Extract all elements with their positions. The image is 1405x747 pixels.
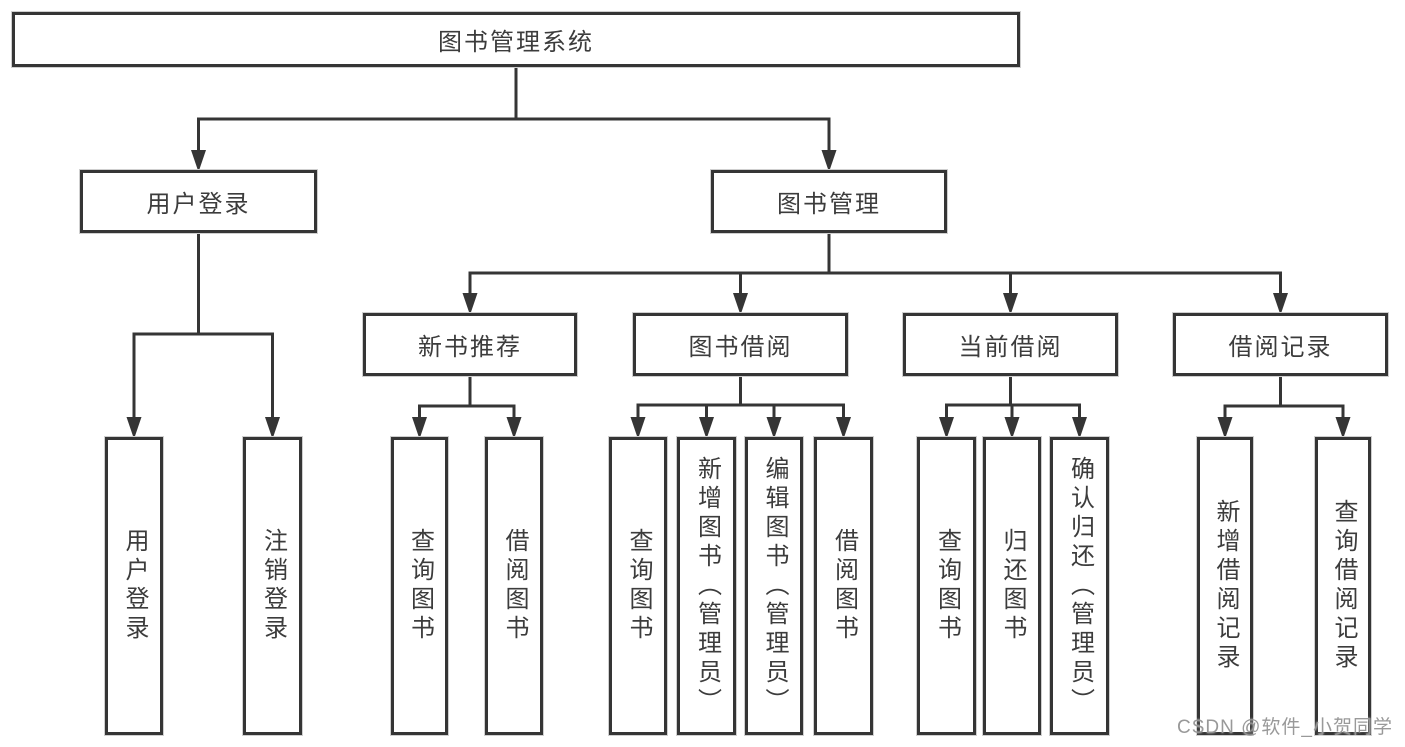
node-book-borrow: 图书借阅 xyxy=(633,313,848,376)
arrowhead-icon xyxy=(1003,293,1018,315)
node-current-borrow: 当前借阅 xyxy=(903,313,1118,376)
arrowhead-icon xyxy=(1335,417,1351,439)
node-query-books: 查询图书 xyxy=(391,437,448,735)
node-borrow-records: 借阅记录 xyxy=(1173,313,1388,376)
arrowhead-icon xyxy=(126,417,142,439)
watermark-text: CSDN @软件_小贺同学 xyxy=(1177,717,1393,738)
arrowhead-icon xyxy=(1273,293,1288,315)
arrowhead-icon xyxy=(821,150,837,172)
node-return-books: 归还图书 xyxy=(983,437,1041,735)
node-new-book-recommend: 新书推荐 xyxy=(363,313,577,376)
arrowhead-icon xyxy=(939,417,954,439)
node-confirm-return-admin: 确认归还（管理员） xyxy=(1050,437,1109,735)
node-logout: 注销登录 xyxy=(243,437,302,735)
node-user-login-leaf: 用户登录 xyxy=(105,437,163,735)
node-query-books: 查询图书 xyxy=(917,437,976,735)
arrowhead-icon xyxy=(836,417,851,439)
arrowhead-icon xyxy=(1072,417,1087,439)
arrowhead-icon xyxy=(506,417,522,439)
arrowhead-icon xyxy=(699,417,714,439)
arrowhead-icon xyxy=(733,293,748,315)
arrowhead-icon xyxy=(1217,417,1233,439)
node-query-books: 查询图书 xyxy=(609,437,667,735)
node-edit-books-admin: 编辑图书（管理员） xyxy=(745,437,803,735)
node-library-system: 图书管理系统 xyxy=(12,12,1020,67)
arrowhead-icon xyxy=(462,293,478,315)
node-book-management: 图书管理 xyxy=(711,170,947,233)
node-borrow-books: 借阅图书 xyxy=(814,437,873,735)
arrowhead-icon xyxy=(265,417,280,439)
node-add-borrow-record: 新增借阅记录 xyxy=(1197,437,1253,735)
arrowhead-icon xyxy=(191,150,206,172)
arrowhead-icon xyxy=(630,417,646,439)
node-add-books-admin: 新增图书（管理员） xyxy=(677,437,736,735)
arrowhead-icon xyxy=(412,417,427,439)
node-query-borrow-record: 查询借阅记录 xyxy=(1315,437,1371,735)
arrowhead-icon xyxy=(766,417,782,439)
node-borrow-books: 借阅图书 xyxy=(485,437,543,735)
node-user-login: 用户登录 xyxy=(80,170,317,233)
arrowhead-icon xyxy=(1004,417,1020,439)
